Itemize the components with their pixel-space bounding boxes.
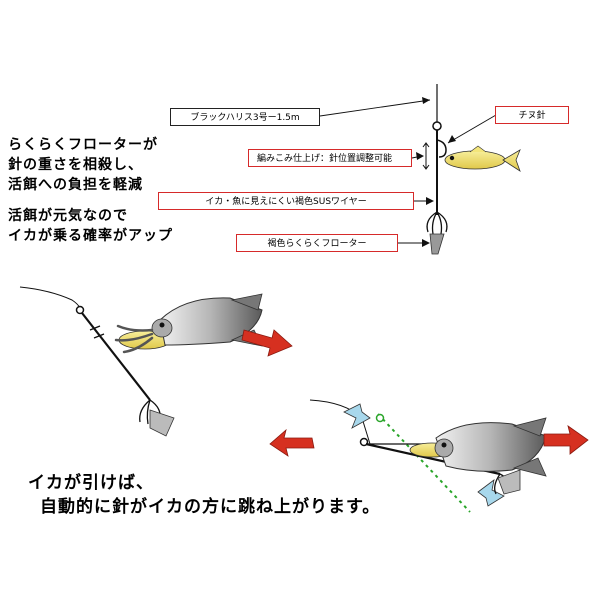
red-arrow-left-scene [241, 329, 293, 357]
bait-fish-top [444, 145, 521, 172]
red-arrow-right-scene-left [269, 428, 315, 457]
headline-line-2: 針の重さを相殺し、 [8, 157, 143, 173]
wire-left [81, 312, 151, 401]
swivel-left [75, 305, 85, 315]
headline-line-4: 活餌が元気なので [8, 208, 128, 224]
scene-left [19, 286, 293, 437]
red-arrow-right-scene-right [543, 425, 589, 455]
main-line-left [19, 286, 81, 309]
floater-right [497, 469, 521, 495]
adjust-arrow [422, 142, 430, 170]
blue-arrow-lower [477, 479, 505, 507]
squid-right [434, 417, 547, 477]
floater-top [429, 233, 445, 255]
swivel-right [359, 437, 369, 447]
treble-hook-top [426, 211, 448, 235]
label-harisu: ブラックハリス3号ー1.5m [170, 108, 320, 126]
green-dotted-path [377, 413, 471, 513]
scene-right [269, 399, 589, 513]
chinu-hook [436, 139, 447, 158]
label-floater: 褐色らくらくフローター [236, 234, 398, 252]
floater-left [149, 409, 175, 437]
label-wire: イカ・魚に見えにくい褐色SUSワイヤー [158, 192, 414, 210]
rig-top [319, 84, 521, 255]
swivel-ring [432, 121, 442, 131]
caption-line-2: 自動的に針がイカの方に跳ね上がります。 [40, 497, 381, 517]
headline-line-5: イカが乗る確率がアップ [8, 228, 173, 244]
headline-line-1: らくらくフローターが [8, 137, 158, 153]
headline-line-3: 活餌への負担を軽減 [8, 177, 143, 193]
label-chinu: チヌ針 [495, 106, 569, 124]
caption-line-1: イカが引けば、 [28, 473, 154, 493]
blue-arrow-upper [343, 403, 371, 429]
label-amikomi: 編みこみ仕上げ：針位置調整可能 [248, 149, 412, 167]
